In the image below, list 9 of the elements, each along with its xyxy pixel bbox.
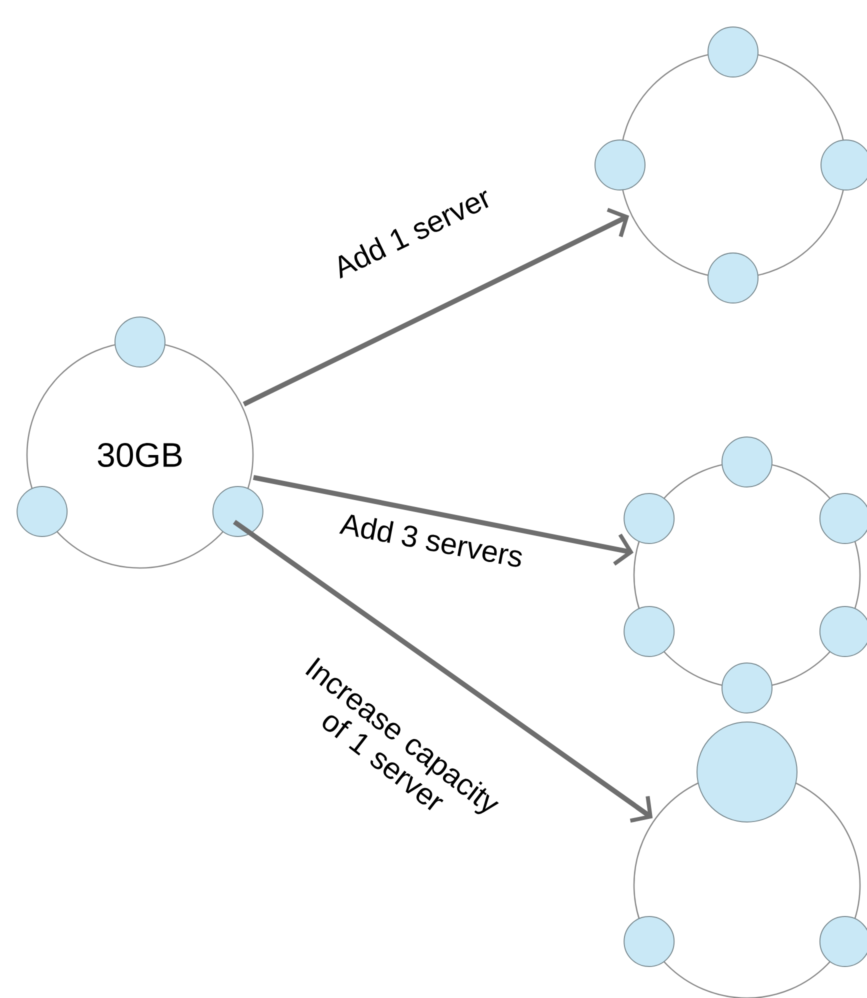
server-ring-drawing <box>624 722 867 998</box>
edge-label: Add 1 server <box>329 184 495 280</box>
server-ring-drawing <box>624 436 867 714</box>
server-ring-drawing <box>594 26 867 304</box>
arrow <box>232 520 653 823</box>
arrow <box>252 474 634 566</box>
arrow <box>242 208 630 406</box>
server-ring-drawing: 30GB <box>16 316 264 569</box>
edge-label: Add 3 servers <box>338 510 526 570</box>
